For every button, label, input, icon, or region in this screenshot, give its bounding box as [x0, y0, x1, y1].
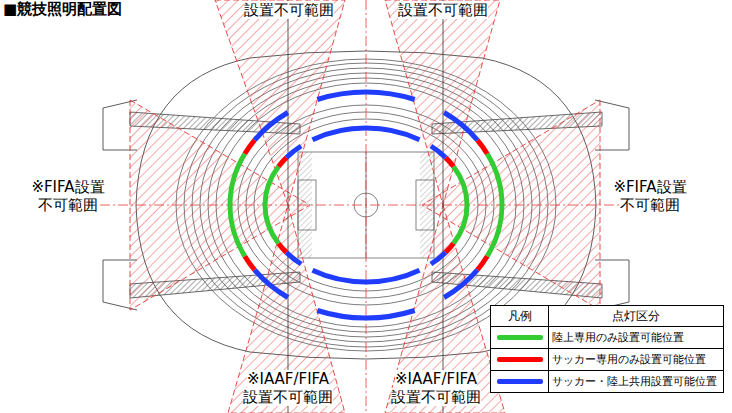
legend-header: 凡例 点灯区分	[491, 306, 723, 327]
light-position-arc	[317, 311, 414, 318]
light-position-arc	[444, 113, 477, 141]
light-position-arc	[446, 158, 454, 167]
light-position-arc	[255, 113, 288, 141]
light-position-arc	[317, 92, 414, 99]
light-position-arc	[230, 154, 245, 257]
light-position-arc	[245, 256, 255, 270]
light-position-arc	[487, 154, 502, 257]
zone-label: 設置不可範囲	[398, 1, 488, 19]
legend-header-text: 凡例	[508, 308, 532, 325]
legend-header-text: 点灯区分	[612, 308, 660, 325]
legend-text: サッカー専用のみ設置可能位置	[552, 352, 706, 367]
light-position-arc	[431, 252, 446, 264]
light-position-arc	[454, 167, 468, 244]
light-position-arc	[279, 244, 287, 253]
legend-swatch-cell	[491, 349, 549, 370]
legend-table: 凡例 点灯区分陸上専用のみ設置可能位置サッカー専用のみ設置可能位置サッカー・陸上共…	[490, 305, 724, 393]
light-position-arc	[444, 270, 477, 298]
light-position-arc	[313, 128, 420, 140]
axis-line	[100, 205, 640, 206]
legend-swatch	[497, 357, 543, 362]
legend-text-cell: サッカー・陸上共用設置可能位置	[549, 371, 723, 392]
light-position-arc	[446, 244, 454, 253]
light-position-arc	[245, 140, 255, 154]
axis-line	[443, 0, 444, 413]
legend-swatch	[497, 379, 543, 384]
light-position-arc	[431, 146, 446, 158]
legend-row: 陸上専用のみ設置可能位置	[491, 327, 723, 349]
legend-text: 陸上専用のみ設置可能位置	[552, 330, 684, 345]
zone-label: ※FIFA設置 不可範囲	[613, 178, 686, 214]
light-position-arc	[313, 270, 420, 282]
axis-line	[366, 0, 367, 413]
zone-label: ※IAAF/FIFA 設置不可範囲	[243, 370, 333, 406]
zone-label: ※IAAF/FIFA 設置不可範囲	[239, 370, 338, 406]
legend-swatch-cell	[491, 327, 549, 348]
legend-row: サッカー専用のみ設置可能位置	[491, 349, 723, 371]
light-position-arc	[230, 92, 502, 318]
light-position-arc	[477, 256, 487, 270]
legend-swatch	[497, 335, 543, 340]
diagram-title: ■競技照明配置図	[3, 0, 122, 18]
legend-header-cell: 凡例	[491, 306, 549, 326]
zone-label: ※FIFA設置 不可範囲	[22, 178, 115, 214]
zone-label: ※IAAF/FIFA 設置不可範囲	[387, 370, 486, 406]
legend-text-cell: サッカー専用のみ設置可能位置	[549, 349, 723, 370]
legend-text: サッカー・陸上共用設置可能位置	[552, 374, 717, 389]
diagram-title: ■競技照明配置図	[3, 0, 122, 18]
legend-swatch-cell	[491, 371, 549, 392]
zone-label: ※FIFA設置 不可範囲	[604, 178, 697, 214]
legend-text-cell: 陸上専用のみ設置可能位置	[549, 327, 723, 348]
light-position-arc	[265, 167, 279, 244]
axis-line	[288, 0, 289, 413]
light-position-arc	[286, 146, 301, 158]
zone-label: ※FIFA設置 不可範囲	[31, 178, 104, 214]
zone-label: 設置不可範囲	[244, 1, 334, 19]
light-position-arc	[477, 140, 487, 154]
light-position-arc	[286, 252, 301, 264]
legend-header-cell: 点灯区分	[549, 306, 723, 326]
zone-label: 設置不可範囲	[398, 1, 488, 19]
light-position-arc	[279, 158, 287, 167]
light-position-arc	[255, 270, 288, 298]
legend-row: サッカー・陸上共用設置可能位置	[491, 371, 723, 392]
zone-label: 設置不可範囲	[244, 1, 334, 19]
zone-label: ※IAAF/FIFA 設置不可範囲	[391, 370, 481, 406]
